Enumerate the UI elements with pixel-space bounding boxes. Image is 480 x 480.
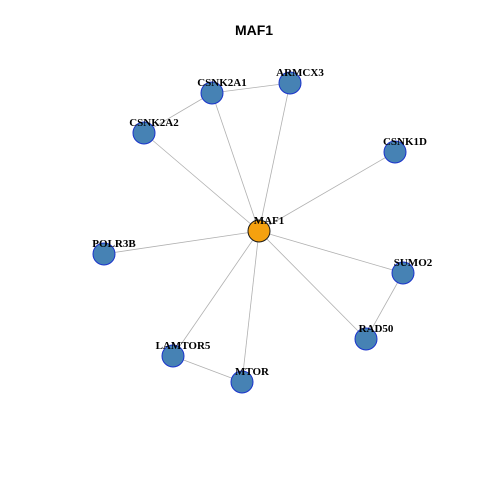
edge-sumo2-rad50 [365, 272, 404, 340]
edge-maf1-polr3b [103, 230, 260, 255]
edge-lamtor5-mtor [172, 355, 243, 383]
node-label-lamtor5: LAMTOR5 [156, 340, 211, 352]
node-label-csnk2a2: CSNK2A2 [129, 117, 179, 129]
node-rad50[interactable] [354, 327, 378, 351]
edge-maf1-csnk2a2 [143, 132, 260, 232]
node-csnk1d[interactable] [383, 140, 407, 164]
node-label-csnk1d: CSNK1D [383, 136, 427, 148]
node-label-sumo2: SUMO2 [394, 257, 433, 269]
edge-maf1-lamtor5 [172, 230, 260, 357]
node-csnk2a2[interactable] [132, 121, 156, 145]
edge-maf1-armcx3 [258, 82, 291, 232]
edge-maf1-sumo2 [258, 230, 404, 274]
edge-maf1-csnk1d [258, 151, 396, 232]
node-maf1[interactable] [247, 219, 271, 243]
node-polr3b[interactable] [92, 242, 116, 266]
node-sumo2[interactable] [391, 261, 415, 285]
node-label-csnk2a1: CSNK2A1 [197, 77, 247, 89]
edge-maf1-rad50 [258, 230, 367, 340]
node-csnk2a1[interactable] [200, 81, 224, 105]
chart-title: MAF1 [235, 22, 273, 38]
node-armcx3[interactable] [278, 71, 302, 95]
node-label-armcx3: ARMCX3 [276, 67, 324, 79]
node-label-mtor: MTOR [235, 366, 270, 378]
node-label-polr3b: POLR3B [92, 238, 136, 250]
edge-csnk2a1-armcx3 [211, 82, 291, 94]
nodes-layer [92, 71, 415, 394]
edge-maf1-mtor [241, 230, 260, 383]
edges-layer [103, 82, 404, 383]
node-mtor[interactable] [230, 370, 254, 394]
node-label-rad50: RAD50 [359, 323, 394, 335]
node-lamtor5[interactable] [161, 344, 185, 368]
edge-maf1-csnk2a1 [211, 92, 260, 232]
node-label-maf1: MAF1 [254, 215, 285, 227]
edge-csnk2a1-csnk2a2 [143, 92, 213, 134]
